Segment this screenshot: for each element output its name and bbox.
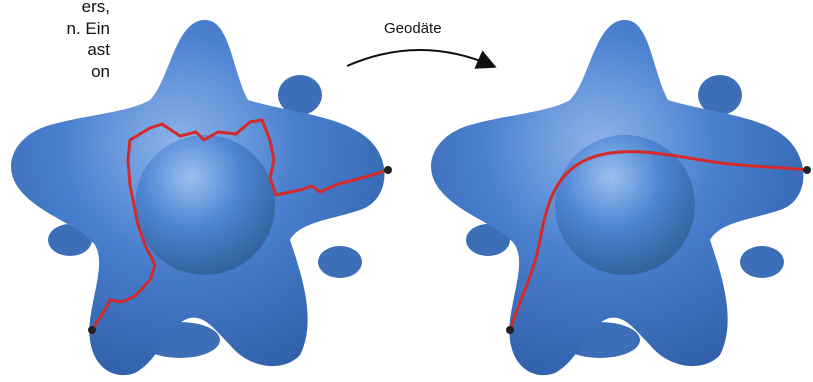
geodesic-arrow [347,50,493,66]
right-end-point [803,166,811,174]
left-start-point [88,326,96,334]
left-end-point [384,166,392,174]
left-star-shape [11,20,384,375]
right-star-shape [431,20,803,375]
right-start-point [506,326,514,334]
